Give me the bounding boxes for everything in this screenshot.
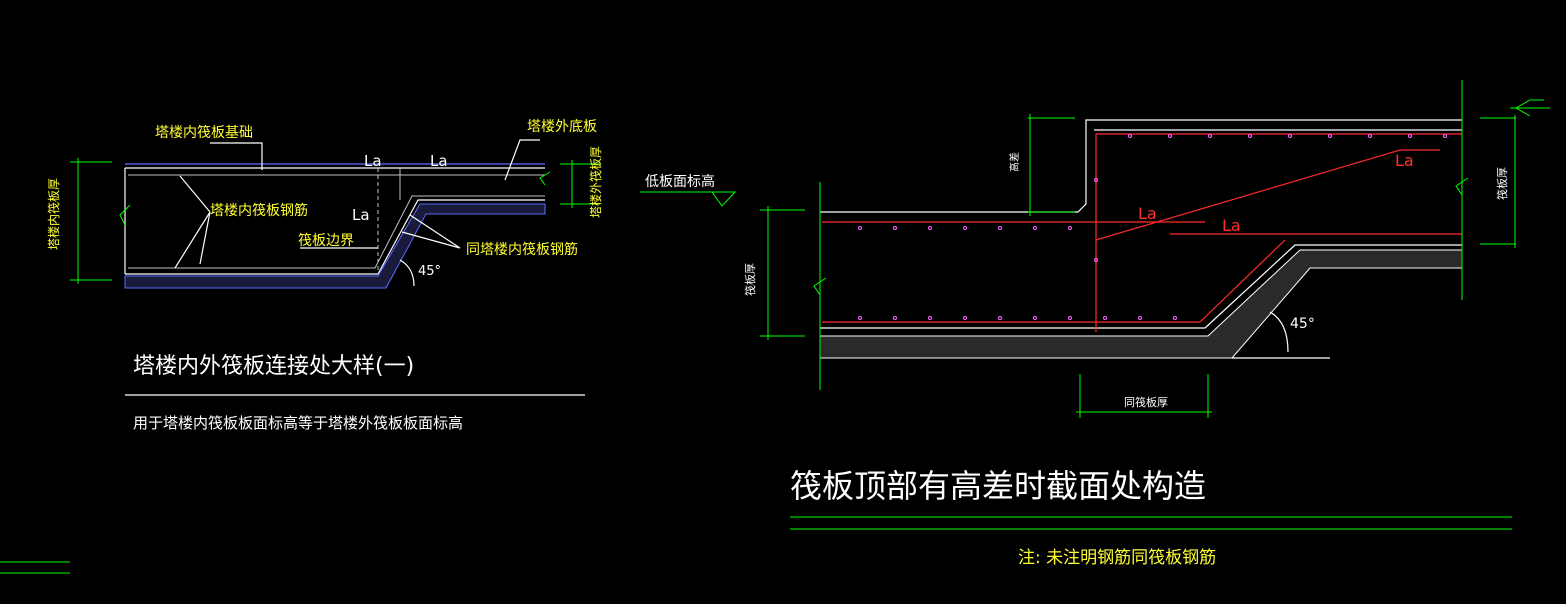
sloped-rebar: [1095, 149, 1440, 241]
title-underlines: [790, 516, 1512, 530]
la-label-3: La: [352, 206, 370, 224]
angle-label-right: 45°: [1290, 316, 1315, 332]
leader-outer-slab: [504, 139, 540, 181]
leader-inner-raft: [210, 142, 263, 170]
rebar-dots: [858, 134, 1447, 320]
blinding-layer-right: [819, 249, 1463, 359]
left-detail-title: 塔楼内外筏板连接处大样(一): [133, 354, 414, 379]
break-mark-left: [119, 204, 131, 226]
right-detail-note: 注: 未注明钢筋同筏板钢筋: [1018, 548, 1216, 568]
la-right-2: La: [1138, 204, 1157, 223]
low-elev-symbol: [640, 191, 737, 207]
right-detail-title: 筏板顶部有高差时截面处构造: [790, 467, 1206, 505]
outer-thickness-dim: [560, 160, 600, 208]
raft-top-outline: [820, 119, 1462, 213]
break-mark-low: [813, 277, 827, 296]
low-thickness-dim: [760, 206, 805, 340]
label-inner-rebar: 塔楼内筏板钢筋: [210, 202, 308, 219]
right-thickness-dim: [1461, 80, 1516, 300]
left-detail: 塔楼内筏板基础 塔楼外底板 塔楼内筏板钢筋 筏板边界 同塔楼内筏板钢筋 塔楼内筏…: [46, 119, 603, 432]
la-right-1: La: [1395, 151, 1414, 170]
same-thickness-dim: [1076, 374, 1212, 418]
bottom-rebar: [128, 195, 545, 269]
elev-symbol-right: [1510, 99, 1550, 117]
right-detail: 低板面标高 高差 筏板厚 筏板厚 同筏板厚 La La La 45° 筏板顶部有…: [640, 80, 1550, 568]
label-outer-slab: 塔楼外底板: [527, 119, 597, 135]
angle-label: 45°: [418, 264, 441, 279]
la-right-3: La: [1222, 216, 1241, 235]
label-same-rebar: 同塔楼内筏板钢筋: [466, 241, 578, 258]
left-edge-lines: [0, 561, 70, 574]
label-raft-boundary: 筏板边界: [298, 232, 354, 249]
blinding-layer: [124, 203, 546, 289]
raft-bottom-outline: [820, 244, 1462, 329]
la-label-2: La: [430, 152, 448, 170]
label-low-elevation: 低板面标高: [645, 173, 715, 190]
la-label-1: La: [364, 152, 382, 170]
angle-arc-right: [1269, 311, 1289, 353]
leader-same-rebar: [401, 214, 461, 249]
label-raft-thickness-right: 筏板厚: [1495, 167, 1509, 200]
label-outer-thickness: 塔楼外筏板厚: [588, 146, 603, 218]
height-diff-dim: [1028, 114, 1075, 216]
label-same-thickness: 同筏板厚: [1124, 395, 1168, 409]
bottom-rebar-low: [822, 239, 1286, 323]
break-mark-right-edge: [1455, 177, 1469, 196]
leader-inner-rebar: [174, 175, 211, 269]
inner-thickness-dim: [70, 158, 112, 284]
angle-arc: [399, 259, 415, 287]
label-inner-raft: 塔楼内筏板基础: [155, 124, 253, 141]
label-raft-thickness-left: 筏板厚: [743, 263, 757, 296]
inner-raft-bottom-edge: [125, 199, 545, 275]
label-height-diff: 高差: [1008, 152, 1021, 172]
left-detail-subtitle: 用于塔楼内筏板板面标高等于塔楼外筏板板面标高: [133, 414, 463, 432]
break-mark-right: [539, 171, 551, 186]
label-inner-thickness: 塔楼内筏板厚: [46, 178, 61, 250]
